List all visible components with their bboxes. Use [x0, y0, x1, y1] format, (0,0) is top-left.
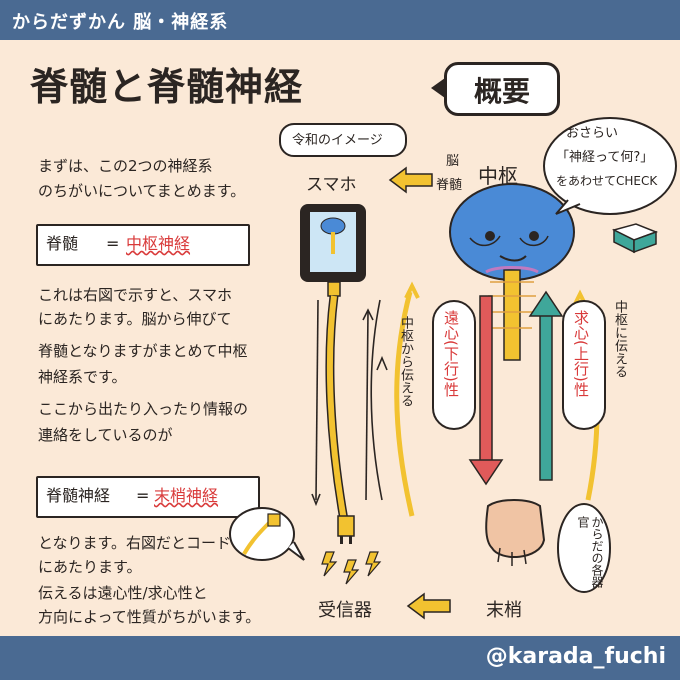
spinal-small-label: 脊髄: [436, 174, 462, 193]
peripheral-label: 末梢: [486, 596, 522, 622]
receiver-label: 受信器: [318, 596, 372, 622]
book-icon: [614, 224, 656, 252]
afferent-label: 求心(上行)性: [573, 310, 589, 420]
osarai-line-1: おさらい: [566, 122, 618, 141]
smartphone-label: スマホ: [306, 170, 357, 195]
image-bubble-text: 令和のイメージ: [292, 129, 383, 148]
afferent-arrow: [530, 292, 562, 480]
hand-icon: [486, 500, 544, 566]
author-handle: @karada_fuchi: [486, 644, 666, 669]
to-central-label: 中枢に伝える: [612, 300, 626, 410]
footer-bar: @karada_fuchi: [0, 636, 680, 680]
efferent-label: 遠心(下行)性: [443, 310, 459, 420]
arrow-left-icon: [390, 168, 432, 192]
smartphone-icon: [300, 204, 366, 296]
arrow-left-icon: [408, 594, 450, 618]
central-label: 中枢: [478, 160, 518, 189]
osarai-line-3: をあわせてCHECK: [556, 172, 657, 189]
cord-direction-arrows: [312, 300, 373, 504]
from-central-label: 中枢から伝える: [398, 316, 412, 426]
lightning-icon: [322, 552, 380, 584]
organs-bubble-text: からだの各器官: [576, 516, 604, 588]
cord: [330, 296, 354, 544]
brain-small-label: 脳: [446, 150, 459, 169]
plug-bubble: [230, 508, 304, 560]
osarai-line-2: 「神経って何?」: [556, 146, 653, 165]
